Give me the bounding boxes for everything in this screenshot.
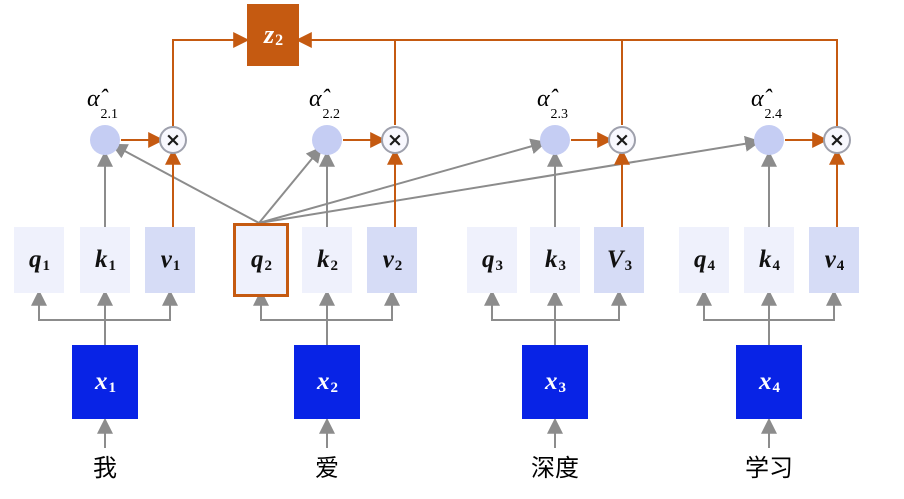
multiply-icon-4: × [823, 126, 851, 154]
input-token-2: 爱 [315, 454, 339, 482]
q2-to-alpha-arrows [111, 135, 762, 224]
x-to-qkv-arrows [31, 289, 842, 345]
multiply-icon-3: × [608, 126, 636, 154]
alpha-weight-circle-2 [312, 125, 342, 155]
k-to-alpha-arrows [97, 150, 777, 227]
alpha-label-1: α̂2.1 [86, 86, 119, 122]
input-token-1: 我 [93, 454, 117, 482]
alpha-label-2: α̂2.2 [308, 86, 341, 122]
v-to-multiply-arrows [165, 148, 845, 227]
token-to-x-arrows [97, 417, 777, 448]
alpha-weight-circle-1 [90, 125, 120, 155]
multiply-icon-2: × [381, 126, 409, 154]
alpha-weight-circle-4 [754, 125, 784, 155]
input-token-3: 深度 [531, 454, 579, 482]
multiply-icon-1: × [159, 126, 187, 154]
z-label: z [263, 20, 275, 49]
alpha-label-4: α̂2.4 [750, 86, 783, 122]
alpha-weight-circle-3 [540, 125, 570, 155]
alpha-label-3: α̂2.3 [536, 86, 569, 122]
input-token-4: 学习 [745, 454, 793, 482]
